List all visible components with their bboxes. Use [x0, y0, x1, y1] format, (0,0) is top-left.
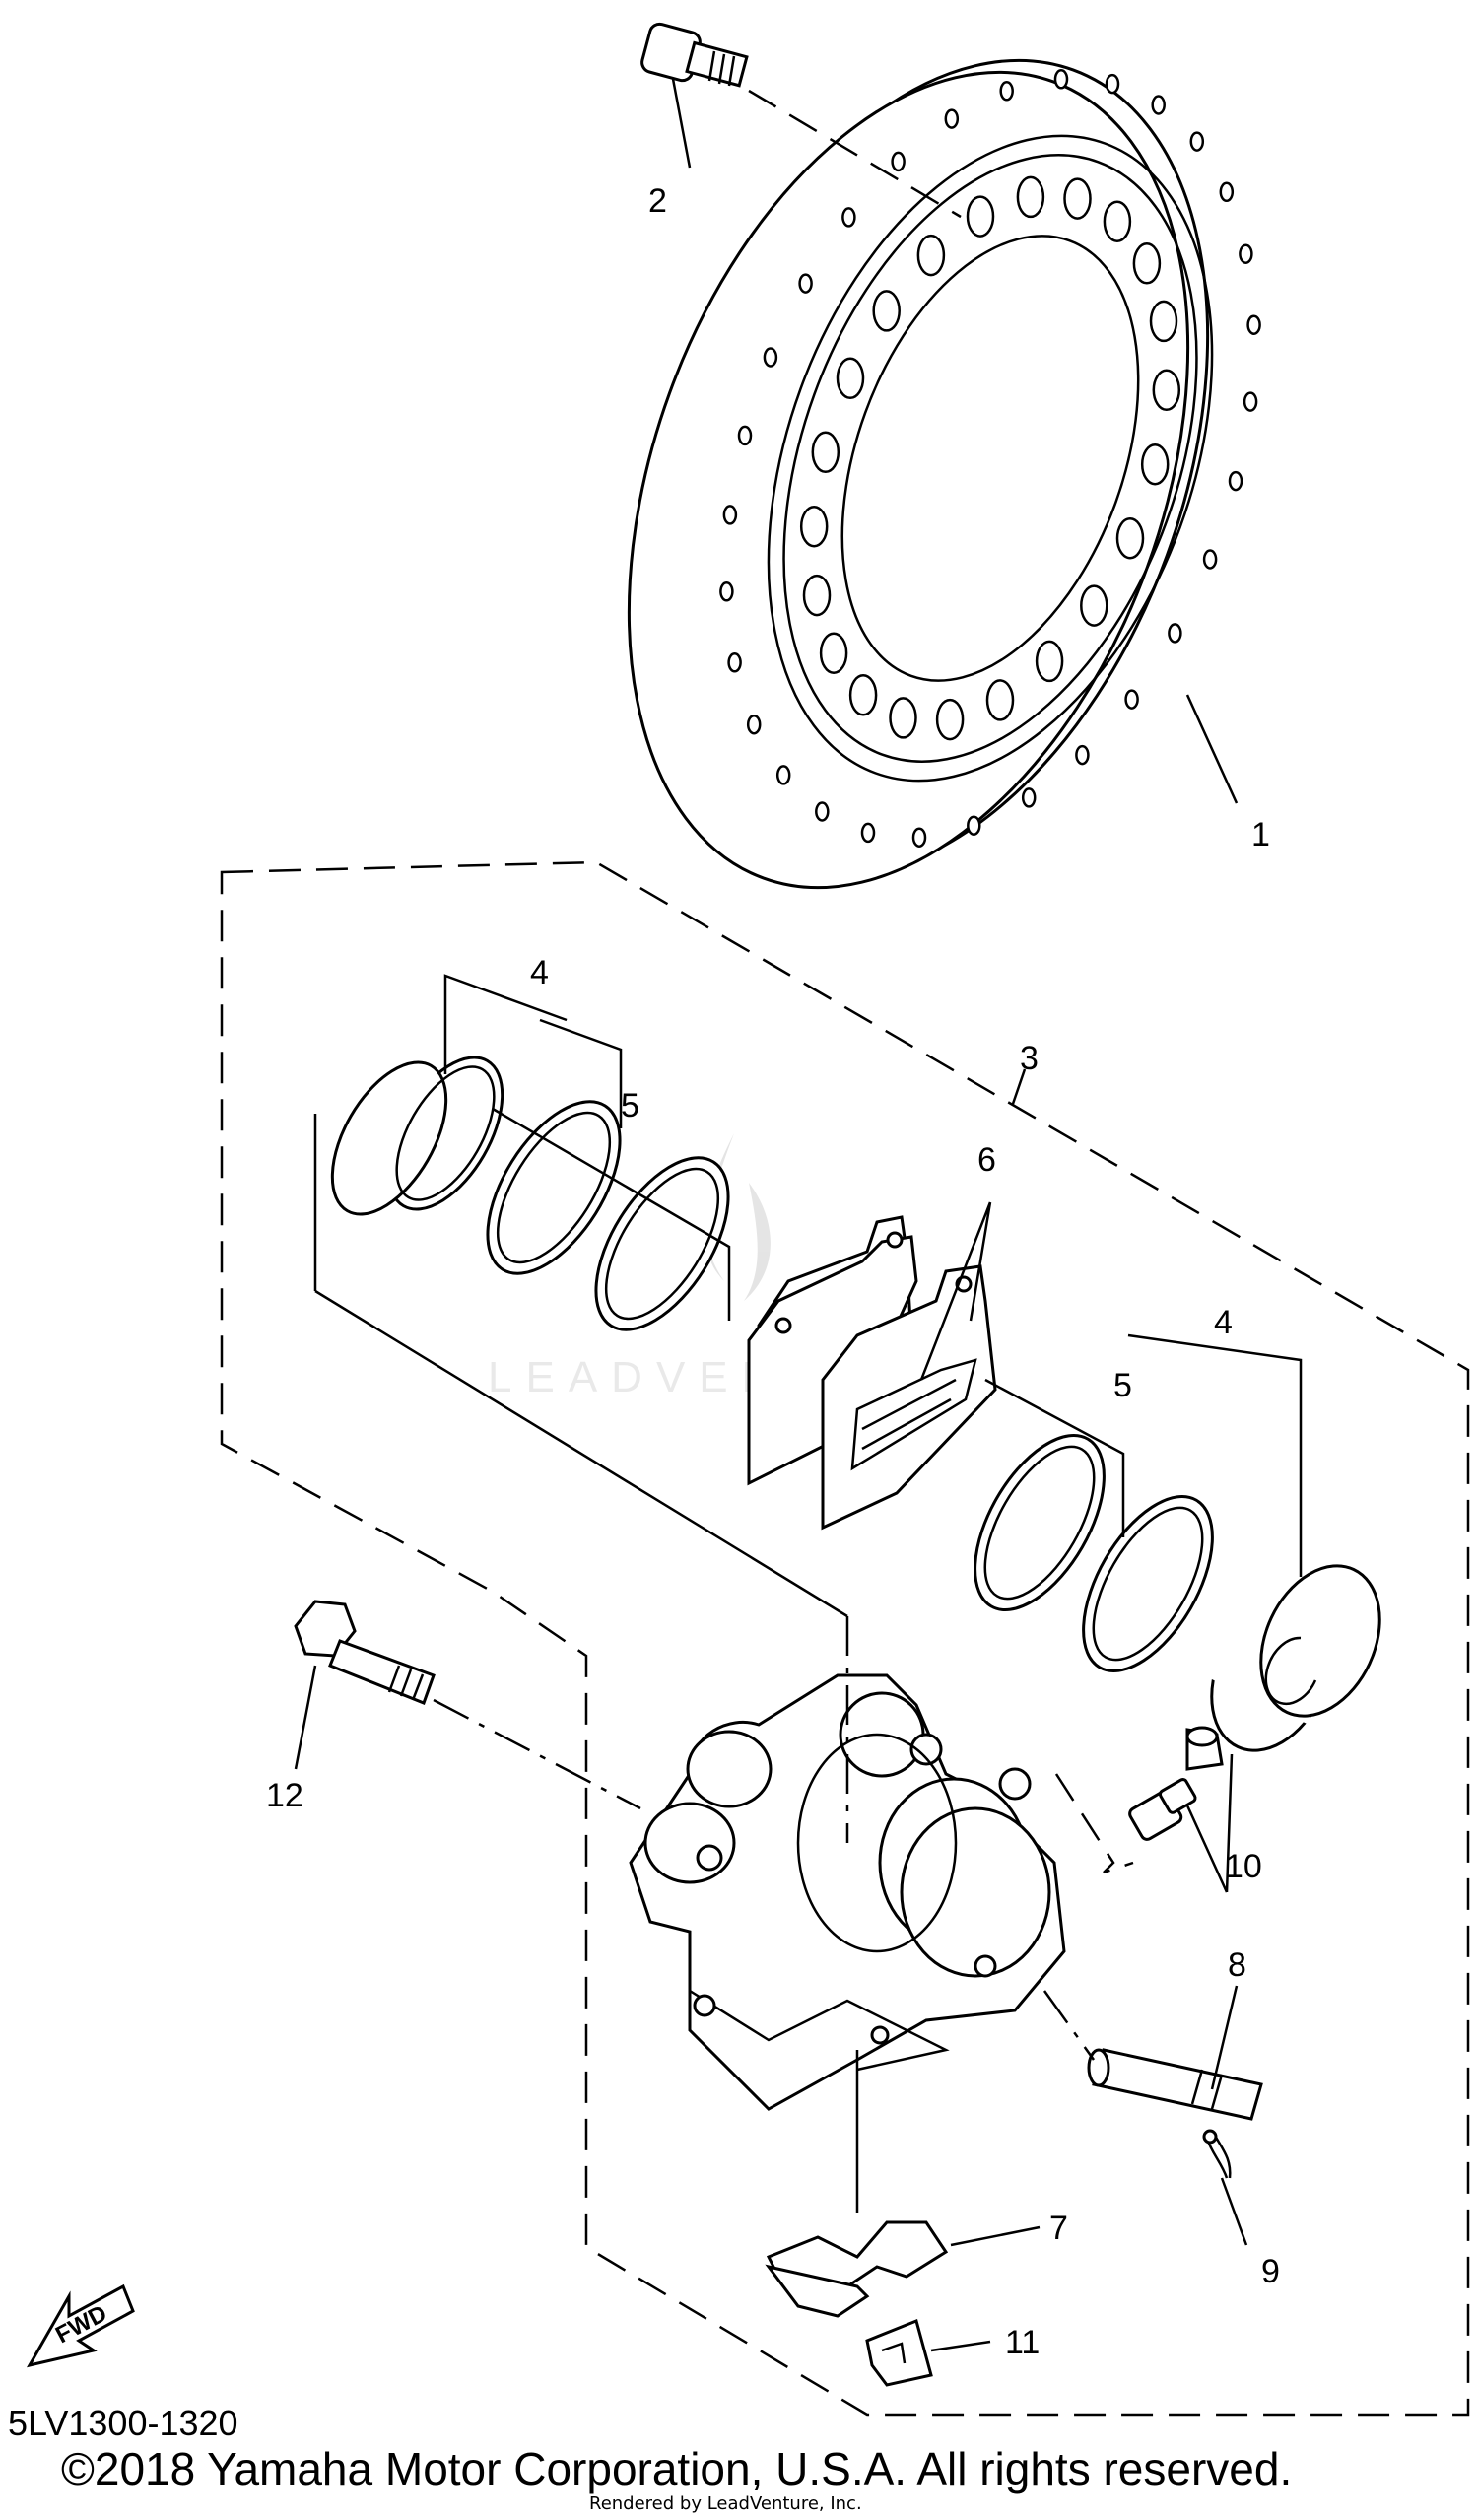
vent-hole	[1053, 69, 1069, 90]
callout-10: 10	[1225, 1848, 1262, 1885]
pad-pin	[1087, 2048, 1263, 2121]
vent-hole	[1202, 549, 1218, 570]
vent-hole	[1016, 175, 1045, 219]
vent-hole	[1140, 443, 1170, 486]
pad-support-plate	[865, 2318, 933, 2387]
vent-hole	[722, 505, 738, 525]
vent-hole	[819, 632, 848, 674]
caliper-body	[629, 1673, 1066, 2111]
vent-hole	[1115, 516, 1145, 560]
seal-right-outer	[974, 1434, 1106, 1611]
vent-hole	[1063, 177, 1092, 220]
callout-5a: 5	[621, 1087, 639, 1124]
callout-4a: 4	[530, 954, 549, 991]
callout-4b: 4	[1214, 1304, 1233, 1341]
vent-hole	[775, 765, 791, 785]
vent-hole	[985, 679, 1015, 721]
piston-left	[330, 1056, 504, 1216]
callout-2: 2	[648, 182, 667, 220]
vent-hole	[891, 151, 906, 172]
vent-hole	[798, 273, 813, 294]
render-credit: Rendered by LeadVenture, Inc.	[589, 2493, 862, 2514]
vent-hole	[763, 347, 778, 368]
vent-hole	[841, 207, 856, 228]
vent-hole	[1105, 73, 1120, 95]
vent-hole	[836, 357, 865, 400]
pin-clip	[1202, 2129, 1232, 2179]
vent-hole	[737, 425, 753, 446]
pad-spring	[765, 2220, 949, 2318]
vent-hole	[1021, 787, 1037, 808]
vent-hole	[746, 714, 762, 735]
vent-hole	[872, 290, 901, 332]
vent-hole	[966, 195, 995, 238]
catalog-number: 5LV1300-1320	[8, 2403, 238, 2443]
vent-hole	[802, 574, 832, 617]
callout-1: 1	[1251, 816, 1270, 853]
vent-hole	[815, 801, 830, 822]
vent-hole	[1035, 640, 1064, 683]
vent-hole	[860, 822, 876, 844]
copyright-notice: ©2018 Yamaha Motor Corporation, U.S.A. A…	[61, 2443, 1293, 2494]
vent-hole	[935, 698, 965, 741]
vent-hole	[1075, 744, 1090, 766]
vent-hole	[911, 827, 927, 848]
disc-vent-holes	[719, 69, 1261, 848]
vent-hole	[944, 108, 960, 129]
vent-hole	[1132, 242, 1162, 285]
vent-hole	[1152, 369, 1181, 412]
callout-8: 8	[1228, 1946, 1246, 1984]
vent-hole	[1149, 300, 1178, 343]
seal-left-inner	[594, 1156, 730, 1331]
vent-hole	[889, 697, 917, 739]
vent-hole	[967, 815, 981, 836]
caliper-bolt	[294, 1600, 436, 1705]
vent-hole	[799, 505, 829, 548]
vent-hole	[811, 431, 840, 474]
vent-hole	[1228, 470, 1243, 492]
vent-hole	[916, 234, 946, 277]
vent-hole	[1124, 689, 1139, 710]
fwd-arrow-icon: FWD	[26, 2283, 135, 2368]
callout-12: 12	[266, 1777, 303, 1814]
vent-hole	[1246, 314, 1261, 335]
callout-7: 7	[1049, 2210, 1068, 2247]
vent-hole	[1103, 200, 1132, 242]
vent-hole	[999, 81, 1014, 102]
vent-hole	[719, 581, 734, 602]
vent-hole	[848, 674, 878, 716]
vent-hole	[1189, 131, 1205, 152]
callout-5b: 5	[1113, 1367, 1132, 1404]
callout-6: 6	[977, 1141, 996, 1179]
callout-3: 3	[1020, 1040, 1039, 1077]
brake-pad-set	[747, 1215, 997, 1531]
seal-right-inner	[1082, 1495, 1214, 1672]
vent-hole	[1080, 584, 1108, 627]
seal-left-outer	[486, 1100, 622, 1275]
callout-11: 11	[1005, 2324, 1040, 2361]
vent-hole	[1151, 95, 1166, 115]
vent-hole	[727, 652, 742, 673]
brake-disc	[627, 58, 1261, 890]
disc-bolt	[640, 22, 749, 88]
vent-hole	[1239, 243, 1253, 264]
vent-hole	[1243, 391, 1258, 412]
callout-9: 9	[1261, 2253, 1280, 2290]
vent-hole	[1219, 181, 1235, 203]
vent-hole	[1168, 623, 1182, 644]
bleeder-screw	[1128, 1726, 1224, 1841]
piston-right	[1200, 1557, 1381, 1752]
